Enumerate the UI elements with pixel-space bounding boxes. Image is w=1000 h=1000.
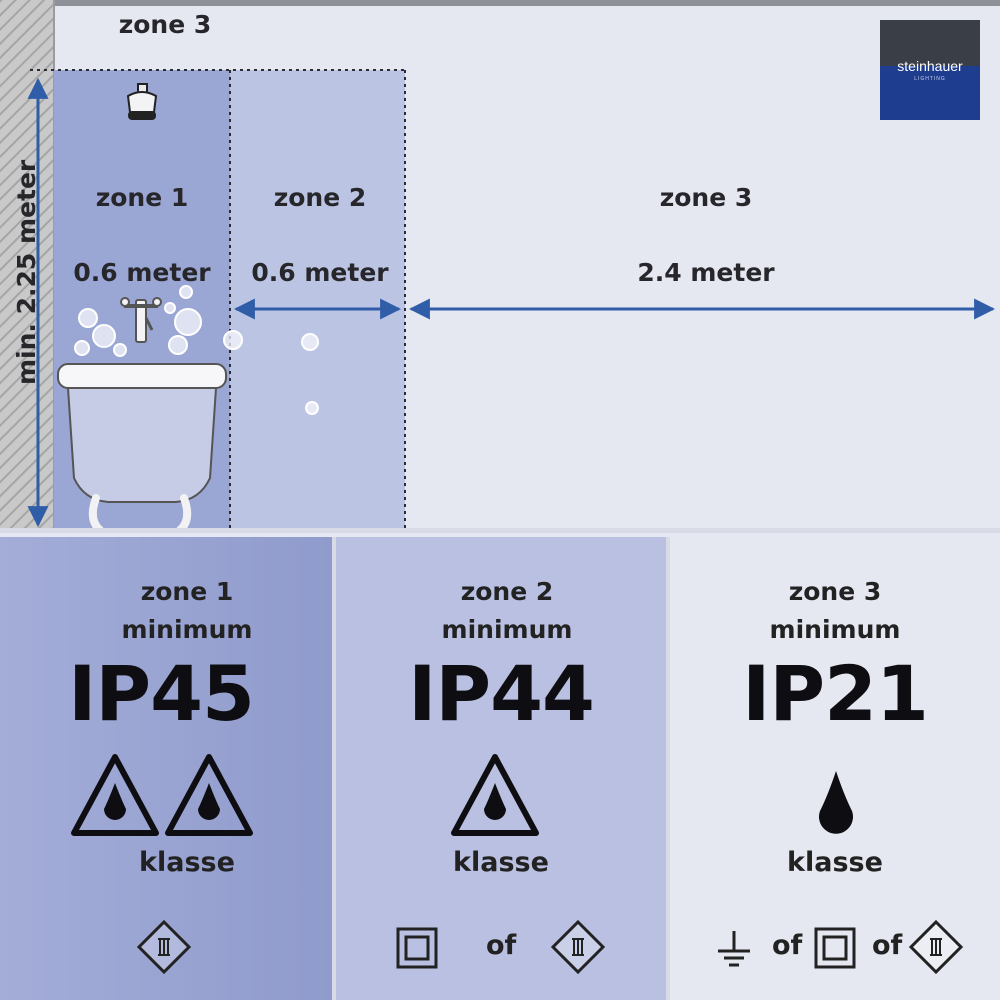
height-label: min. 2.25 meter (12, 159, 41, 385)
earth-ground-icon (718, 931, 750, 967)
zone-1-panel: zone 1 minimum IP45 klasse (0, 537, 336, 1000)
zone-2-area (230, 70, 405, 533)
top-zone-3-label: zone 3 (119, 10, 212, 39)
water-drop-icon (819, 771, 853, 834)
zone-2-panel-title: zone 2 (460, 577, 554, 606)
zone-2-klasse: klasse (453, 847, 549, 878)
bathroom-zones-diagram: min. 2.25 meter zone 3 zone 1 zone 2 zon… (0, 0, 1000, 533)
logo-sub: LIGHTING (914, 76, 946, 82)
zone-2-width: 0.6 meter (251, 258, 389, 287)
zone-1-label: zone 1 (96, 183, 189, 212)
logo-name: steinhauer (897, 58, 963, 74)
zone-3-label: zone 3 (660, 183, 753, 212)
zone-3-or-separator-1: of (772, 930, 803, 961)
zone-3-width: 2.4 meter (637, 258, 775, 287)
steinhauer-logo: steinhauer LIGHTING (880, 20, 980, 120)
zone-1-klasse: klasse (139, 847, 235, 878)
drop-triangle-icon (71, 754, 159, 836)
zone-3-klasse: klasse (787, 847, 883, 878)
class-iii-symbol-icon (136, 919, 192, 975)
zone-1-width: 0.6 meter (73, 258, 211, 287)
drop-triangle-icon (451, 754, 539, 836)
faucet-icon (120, 297, 162, 343)
zone-1-ip-rating: IP45 (68, 649, 255, 738)
class-iii-symbol-icon (908, 919, 964, 975)
zone-2-ip-rating: IP44 (408, 649, 595, 738)
bubbles-decoration (74, 285, 319, 415)
zone-1-minimum: minimum (121, 615, 253, 644)
zone-2-panel: zone 2 minimum IP44 klasse of (336, 537, 670, 1000)
zone-3-or-separator-2: of (872, 930, 903, 961)
class-ii-symbol-icon (396, 927, 438, 969)
zone-2-minimum: minimum (441, 615, 573, 644)
zone-1-panel-title: zone 1 (140, 577, 234, 606)
zone-3-panel-title: zone 3 (788, 577, 882, 606)
zone-2-or-separator: of (486, 930, 517, 961)
zone-3-panel: zone 3 minimum IP21 klasse of of (670, 537, 1000, 1000)
zone-2-label: zone 2 (274, 183, 367, 212)
zone-3-ip-rating: IP21 (742, 649, 929, 738)
zone-3-minimum: minimum (769, 615, 901, 644)
class-iii-symbol-icon (550, 919, 606, 975)
class-ii-symbol-icon (814, 927, 856, 969)
shower-head-icon (126, 83, 158, 120)
drop-triangle-icon (165, 754, 253, 836)
